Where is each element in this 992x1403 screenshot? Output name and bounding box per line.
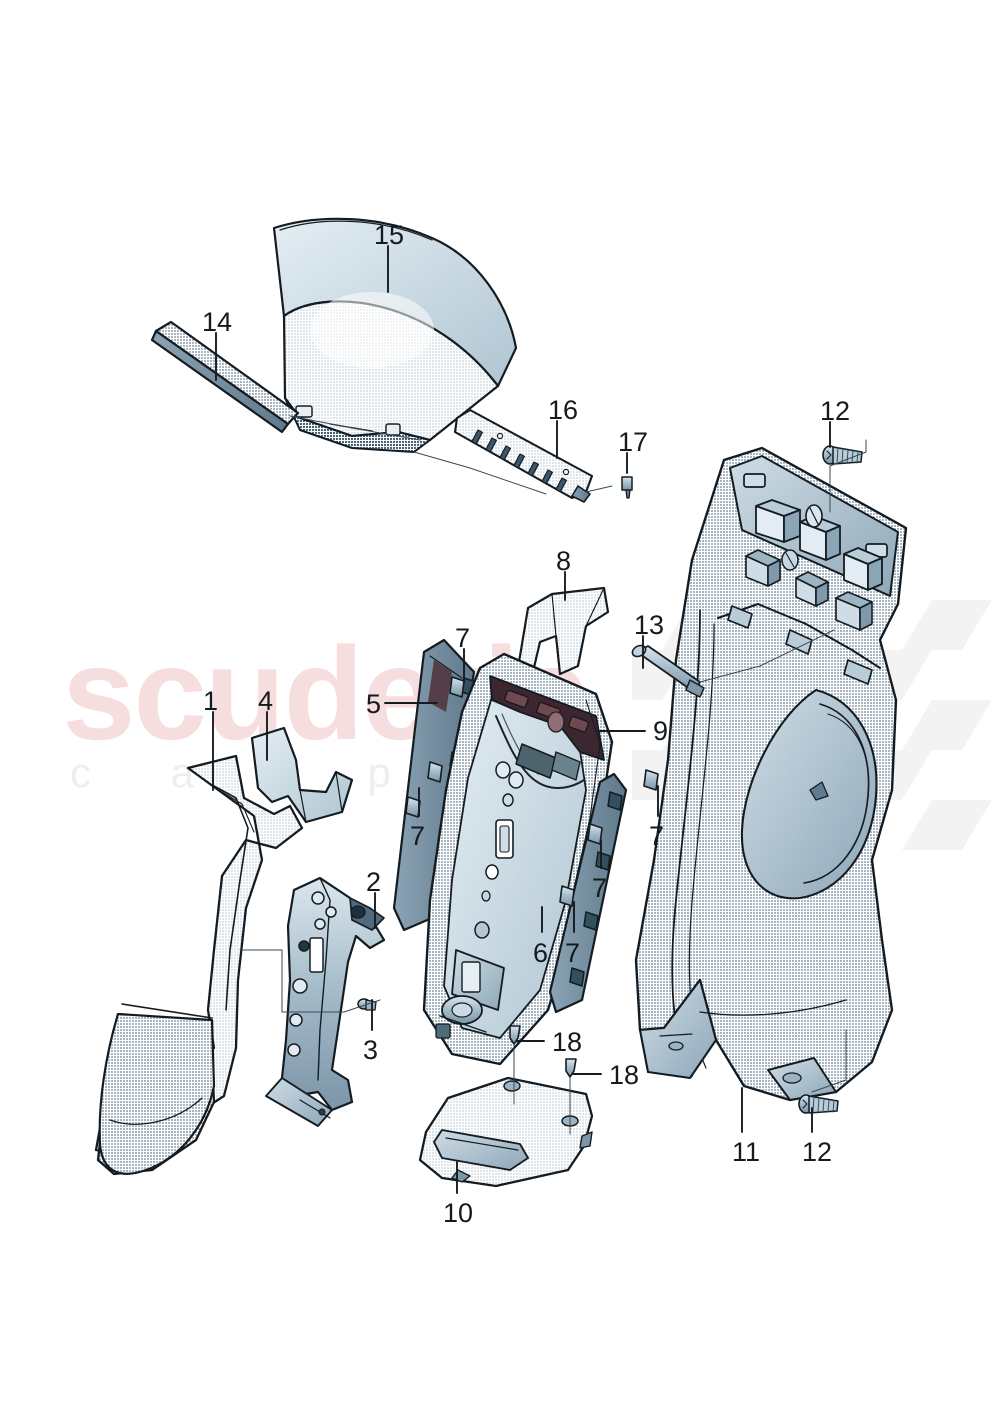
callout-number-2: 2	[366, 867, 382, 897]
callout-number-12: 12	[820, 396, 851, 426]
callout-number-9: 9	[653, 716, 669, 746]
part-14-narrow-insert-strip	[150, 320, 300, 434]
callout-number-7: 7	[592, 873, 608, 903]
callout-number-18: 18	[552, 1027, 583, 1057]
part-4-upper-trim-clip-bracket	[250, 726, 354, 824]
callout-number-15: 15	[374, 220, 405, 250]
callout-number-7: 7	[410, 821, 426, 851]
callout-number-4: 4	[258, 686, 274, 716]
callout-number-1: 1	[203, 686, 219, 716]
callout-number-7: 7	[565, 938, 581, 968]
part-16-mounting-rail-bracket	[453, 408, 594, 503]
callout-number-7: 7	[455, 623, 471, 653]
callout-number-7: 7	[649, 821, 665, 851]
callout-leader-lines	[212, 245, 831, 1194]
part-11-outer-pillar-panel	[634, 446, 908, 1102]
callout-number-18: 18	[609, 1060, 640, 1090]
callout-number-14: 14	[202, 307, 233, 337]
callout-number-11: 11	[732, 1137, 761, 1167]
part-18-expanding-rivet-clip-group	[509, 1025, 577, 1078]
part-12-hex-flange-bolt-lower	[798, 1094, 839, 1114]
part-17-self-tapping-screw	[621, 476, 633, 499]
callout-number-17: 17	[618, 427, 649, 457]
part-9-centre-pillar-carrier-panel	[422, 652, 614, 1066]
callout-number-16: 16	[548, 395, 579, 425]
part-10-lower-closing-cover	[418, 1076, 594, 1188]
callout-number-8: 8	[556, 546, 572, 576]
callout-number-12: 12	[802, 1137, 833, 1167]
callout-number-10: 10	[443, 1198, 474, 1228]
callout-number-13: 13	[634, 610, 665, 640]
callout-number-3: 3	[363, 1035, 379, 1065]
callout-number-5: 5	[366, 689, 382, 719]
part-6-long-edge-trim-strip-right	[548, 772, 628, 1014]
part-1-lower-pillar-trim-panel	[94, 754, 304, 1176]
part-15-upper-curved-trim-cover	[272, 217, 518, 453]
part-7-retaining-clip-group-left	[405, 676, 465, 818]
callout-number-6: 6	[533, 938, 549, 968]
